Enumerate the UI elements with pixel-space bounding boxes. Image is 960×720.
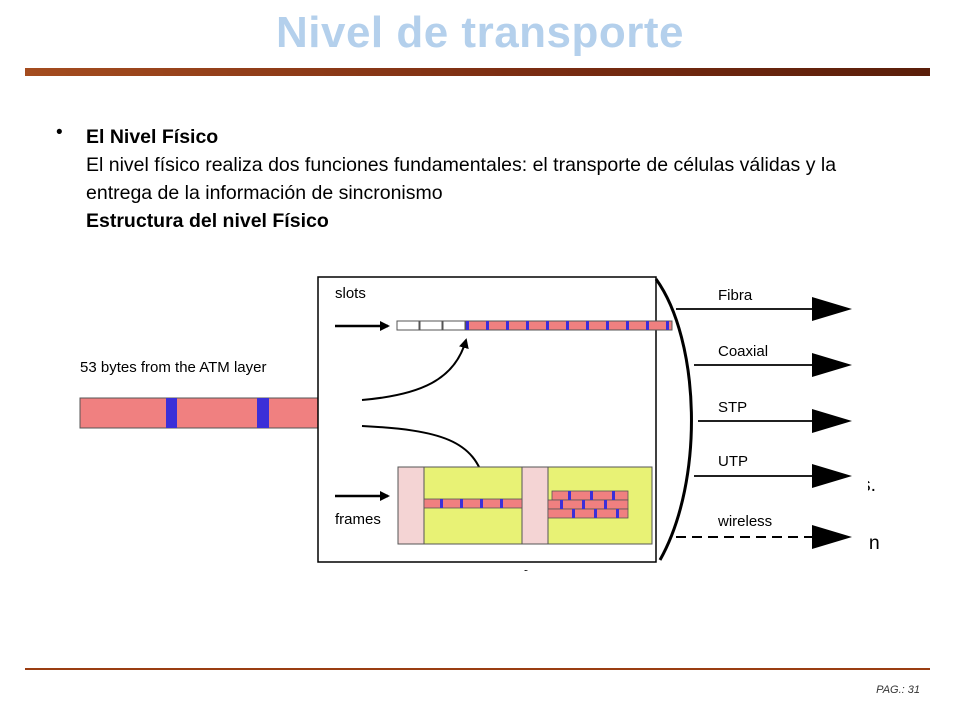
wireless-arrowhead	[812, 525, 852, 549]
media-outputs: Fibra Coaxial STP UTP wireless	[676, 287, 852, 549]
coaxial-arrowhead	[812, 353, 852, 377]
cell-separator	[257, 398, 269, 428]
media-label-coaxial: Coaxial	[718, 343, 768, 360]
slide-body: El Nivel Físico El nivel físico realiza …	[86, 123, 896, 235]
medium-interface-curve	[654, 278, 693, 561]
slots-label: slots	[335, 285, 366, 302]
page-number: PAG.: 31	[876, 684, 920, 696]
utp-arrowhead	[812, 464, 852, 488]
media-label-fibra: Fibra	[718, 287, 753, 304]
media-label-wireless: wireless	[717, 513, 772, 530]
bullet-marker: •	[56, 122, 63, 143]
section-paragraph: El nivel físico realiza dos funciones fu…	[86, 154, 837, 204]
footer-rule	[25, 668, 930, 670]
slide-title: Nivel de transporte	[275, 8, 685, 57]
frame-structure	[397, 466, 653, 545]
title-underline	[25, 68, 930, 76]
curve-arrow-up	[361, 338, 469, 401]
input-label: 53 bytes from the ATM layer	[80, 359, 266, 376]
frames-label: frames	[335, 511, 381, 528]
atm-cell-bar	[79, 397, 361, 429]
fibra-arrowhead	[812, 297, 852, 321]
cell-separator	[166, 398, 177, 428]
stp-arrowhead	[812, 409, 852, 433]
media-label-utp: UTP	[718, 453, 748, 470]
slot-stream	[396, 320, 673, 331]
media-label-stp: STP	[718, 399, 747, 416]
section-subheading: Estructura del nivel Físico	[86, 210, 329, 232]
section-heading: El Nivel Físico	[86, 126, 219, 148]
